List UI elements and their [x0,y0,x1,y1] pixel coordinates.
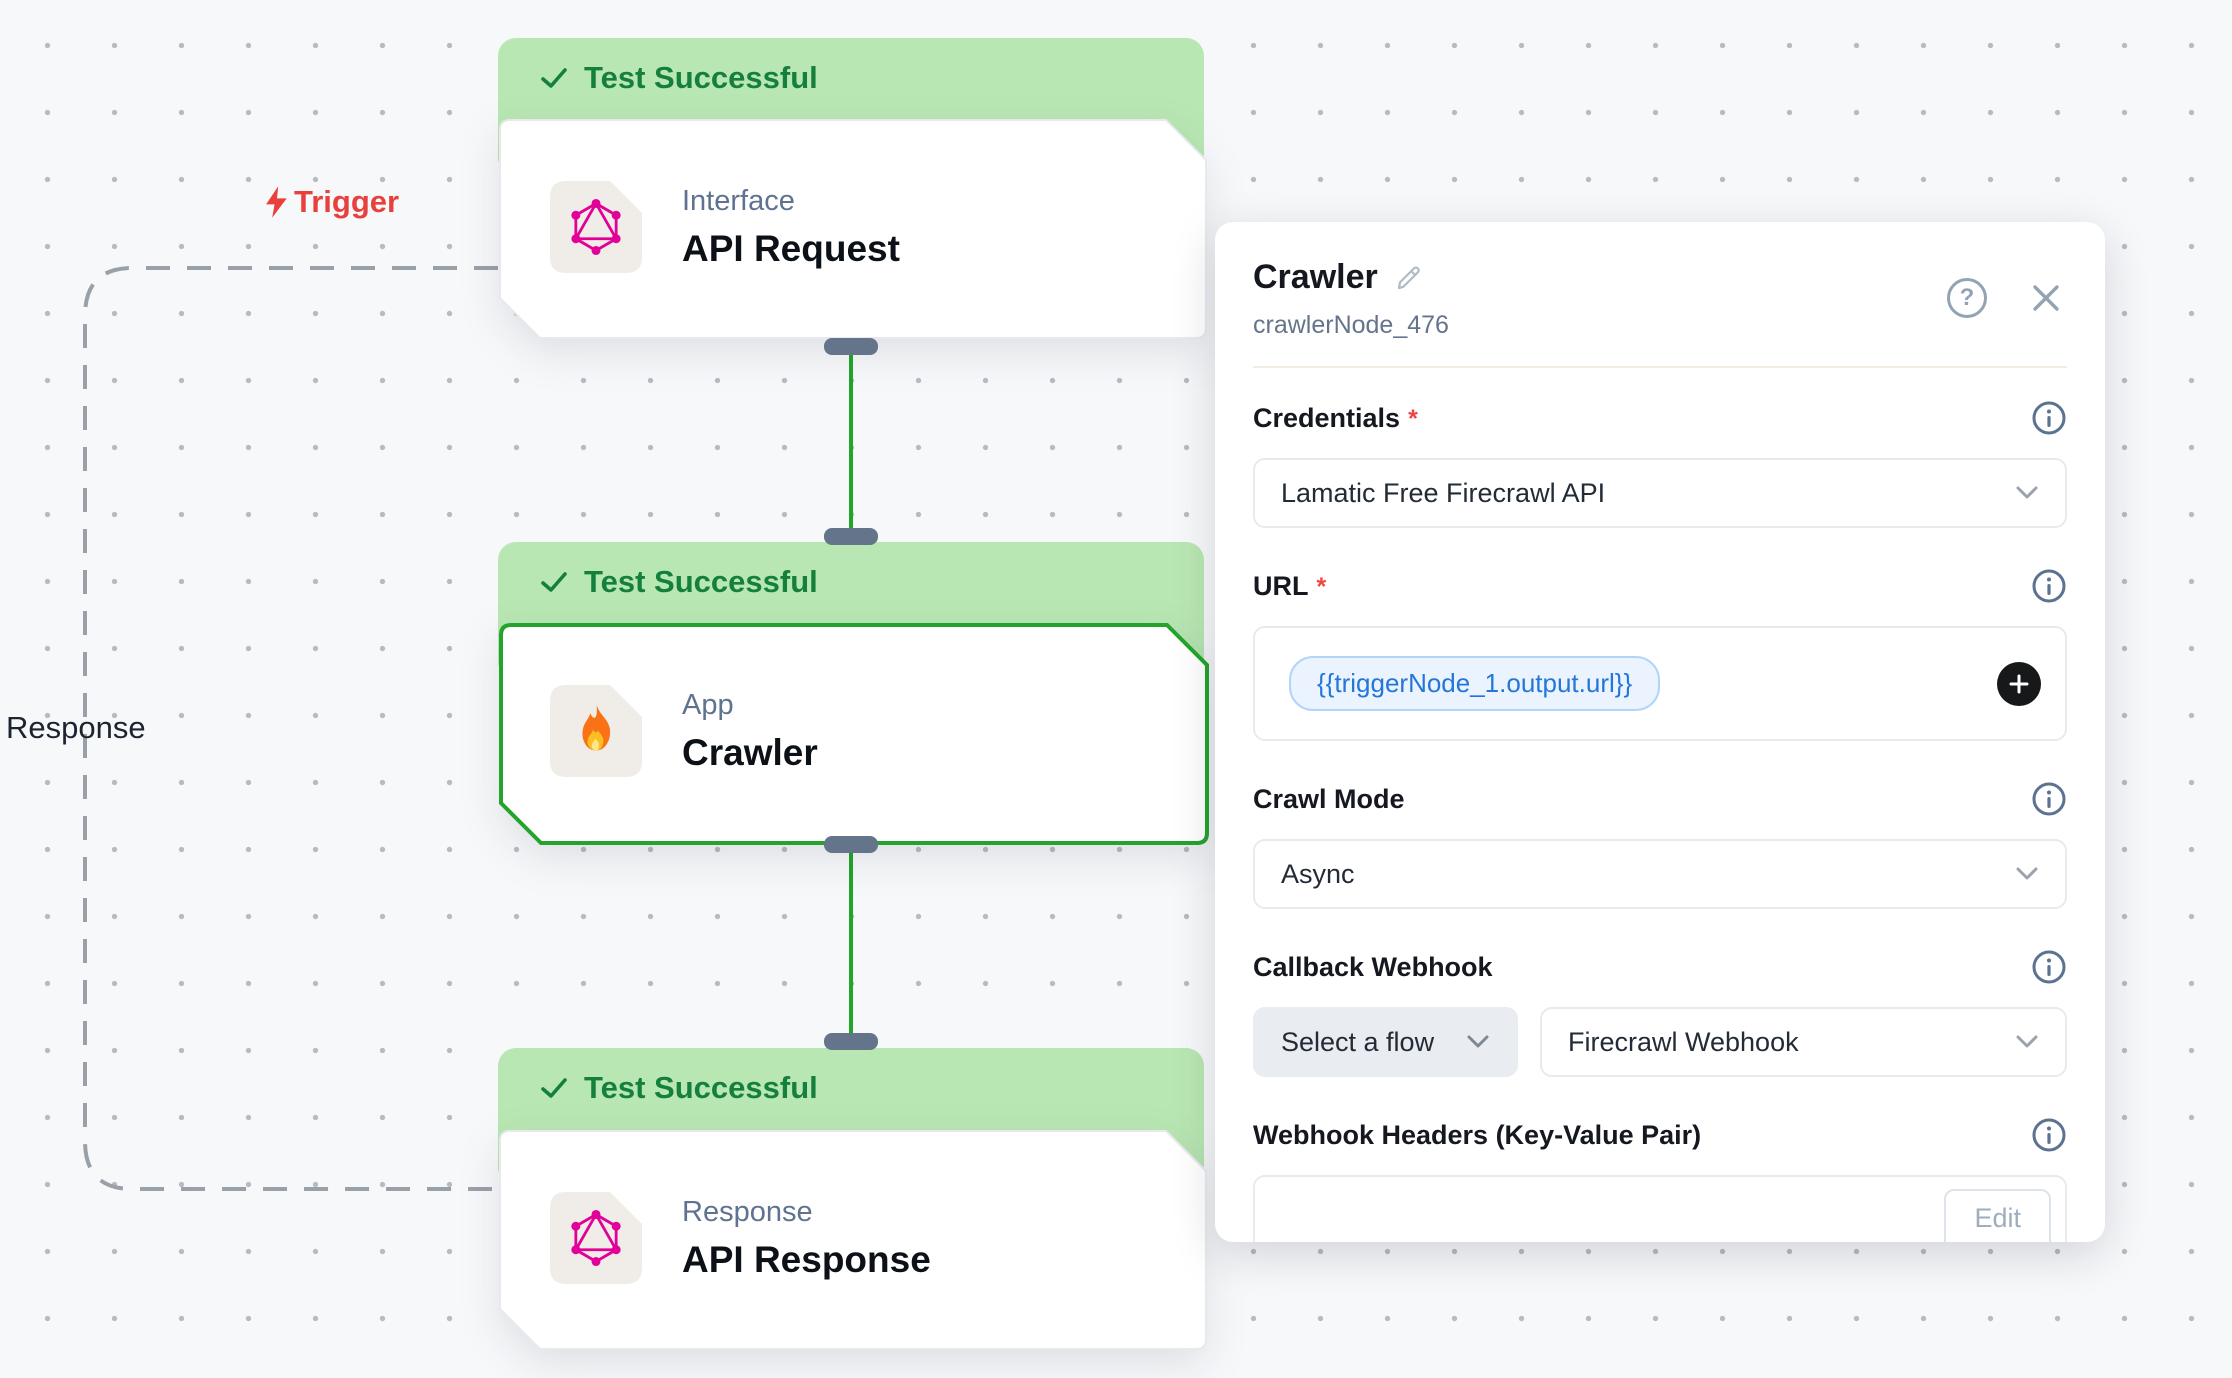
handle-crawler-top[interactable] [824,528,878,545]
header-divider [1253,366,2067,368]
credentials-label: Credentials [1253,402,1401,433]
variable-chip[interactable]: {{triggerNode_1.output.url}} [1289,656,1661,711]
panel-title: Crawler [1253,258,1378,296]
edit-button[interactable]: Edit [1944,1189,2051,1242]
node-title: Crawler [682,731,818,773]
graphql-icon [568,1210,624,1266]
credentials-select[interactable]: Lamatic Free Firecrawl API [1253,458,2067,528]
node-icon-tile [550,181,642,273]
info-icon[interactable] [2031,400,2067,436]
response-edge-label: Response [6,710,146,745]
info-icon[interactable] [2031,949,2067,985]
chevron-down-icon [2016,867,2038,880]
chevron-down-icon [1467,1035,1489,1048]
required-asterisk: * [1408,404,1418,433]
required-asterisk: * [1316,572,1327,601]
handle-crawler-bottom[interactable] [824,836,878,853]
url-label: URL [1253,570,1309,601]
crawl-mode-select[interactable]: Async [1253,839,2067,909]
node-category: Response [682,1195,813,1228]
node-card-shape [499,1130,1207,1350]
crawler-config-panel: Crawler crawlerNode_476 ? Credentials* [1215,222,2105,1242]
node-id: crawlerNode_476 [1253,311,1449,339]
node-category: Interface [682,184,795,217]
trigger-label: Trigger [262,184,399,220]
close-icon[interactable] [2029,281,2063,315]
node-category: App [682,688,734,721]
node-title: API Request [682,227,900,269]
info-icon[interactable] [2031,1117,2067,1153]
fire-icon [570,703,622,759]
node-icon-tile [550,685,642,777]
bolt-icon [266,186,287,218]
help-icon[interactable]: ? [1947,278,1987,318]
node-card-shape-selected [499,623,1209,845]
chevron-down-icon [2016,486,2038,499]
handle-api-request-bottom[interactable] [824,338,878,355]
callback-webhook-label: Callback Webhook [1253,951,1493,982]
add-variable-button[interactable] [1997,661,2041,706]
crawl-mode-label: Crawl Mode [1253,783,1405,814]
status-text: Test Successful [584,1070,818,1105]
status-text: Test Successful [584,60,818,95]
webhook-headers-label: Webhook Headers (Key-Value Pair) [1253,1119,1702,1150]
plus-icon [2009,674,2029,693]
webhook-headers-editor[interactable]: Edit [1253,1175,2067,1242]
node-icon-tile [550,1192,642,1284]
flow-type-select[interactable]: Select a flow [1253,1007,1518,1077]
info-icon[interactable] [2031,568,2067,604]
check-icon [541,572,567,592]
check-icon [541,68,567,88]
chevron-down-icon [2016,1035,2038,1048]
status-text: Test Successful [584,564,818,599]
info-icon[interactable] [2031,781,2067,817]
check-icon [541,1078,567,1098]
graphql-icon [568,199,624,255]
pencil-icon[interactable] [1394,263,1424,293]
url-input[interactable]: {{triggerNode_1.output.url}} [1253,626,2067,741]
node-card-shape [499,119,1207,339]
callback-webhook-select[interactable]: Firecrawl Webhook [1540,1007,2067,1077]
node-title: API Response [682,1238,931,1280]
handle-api-response-top[interactable] [824,1033,878,1050]
